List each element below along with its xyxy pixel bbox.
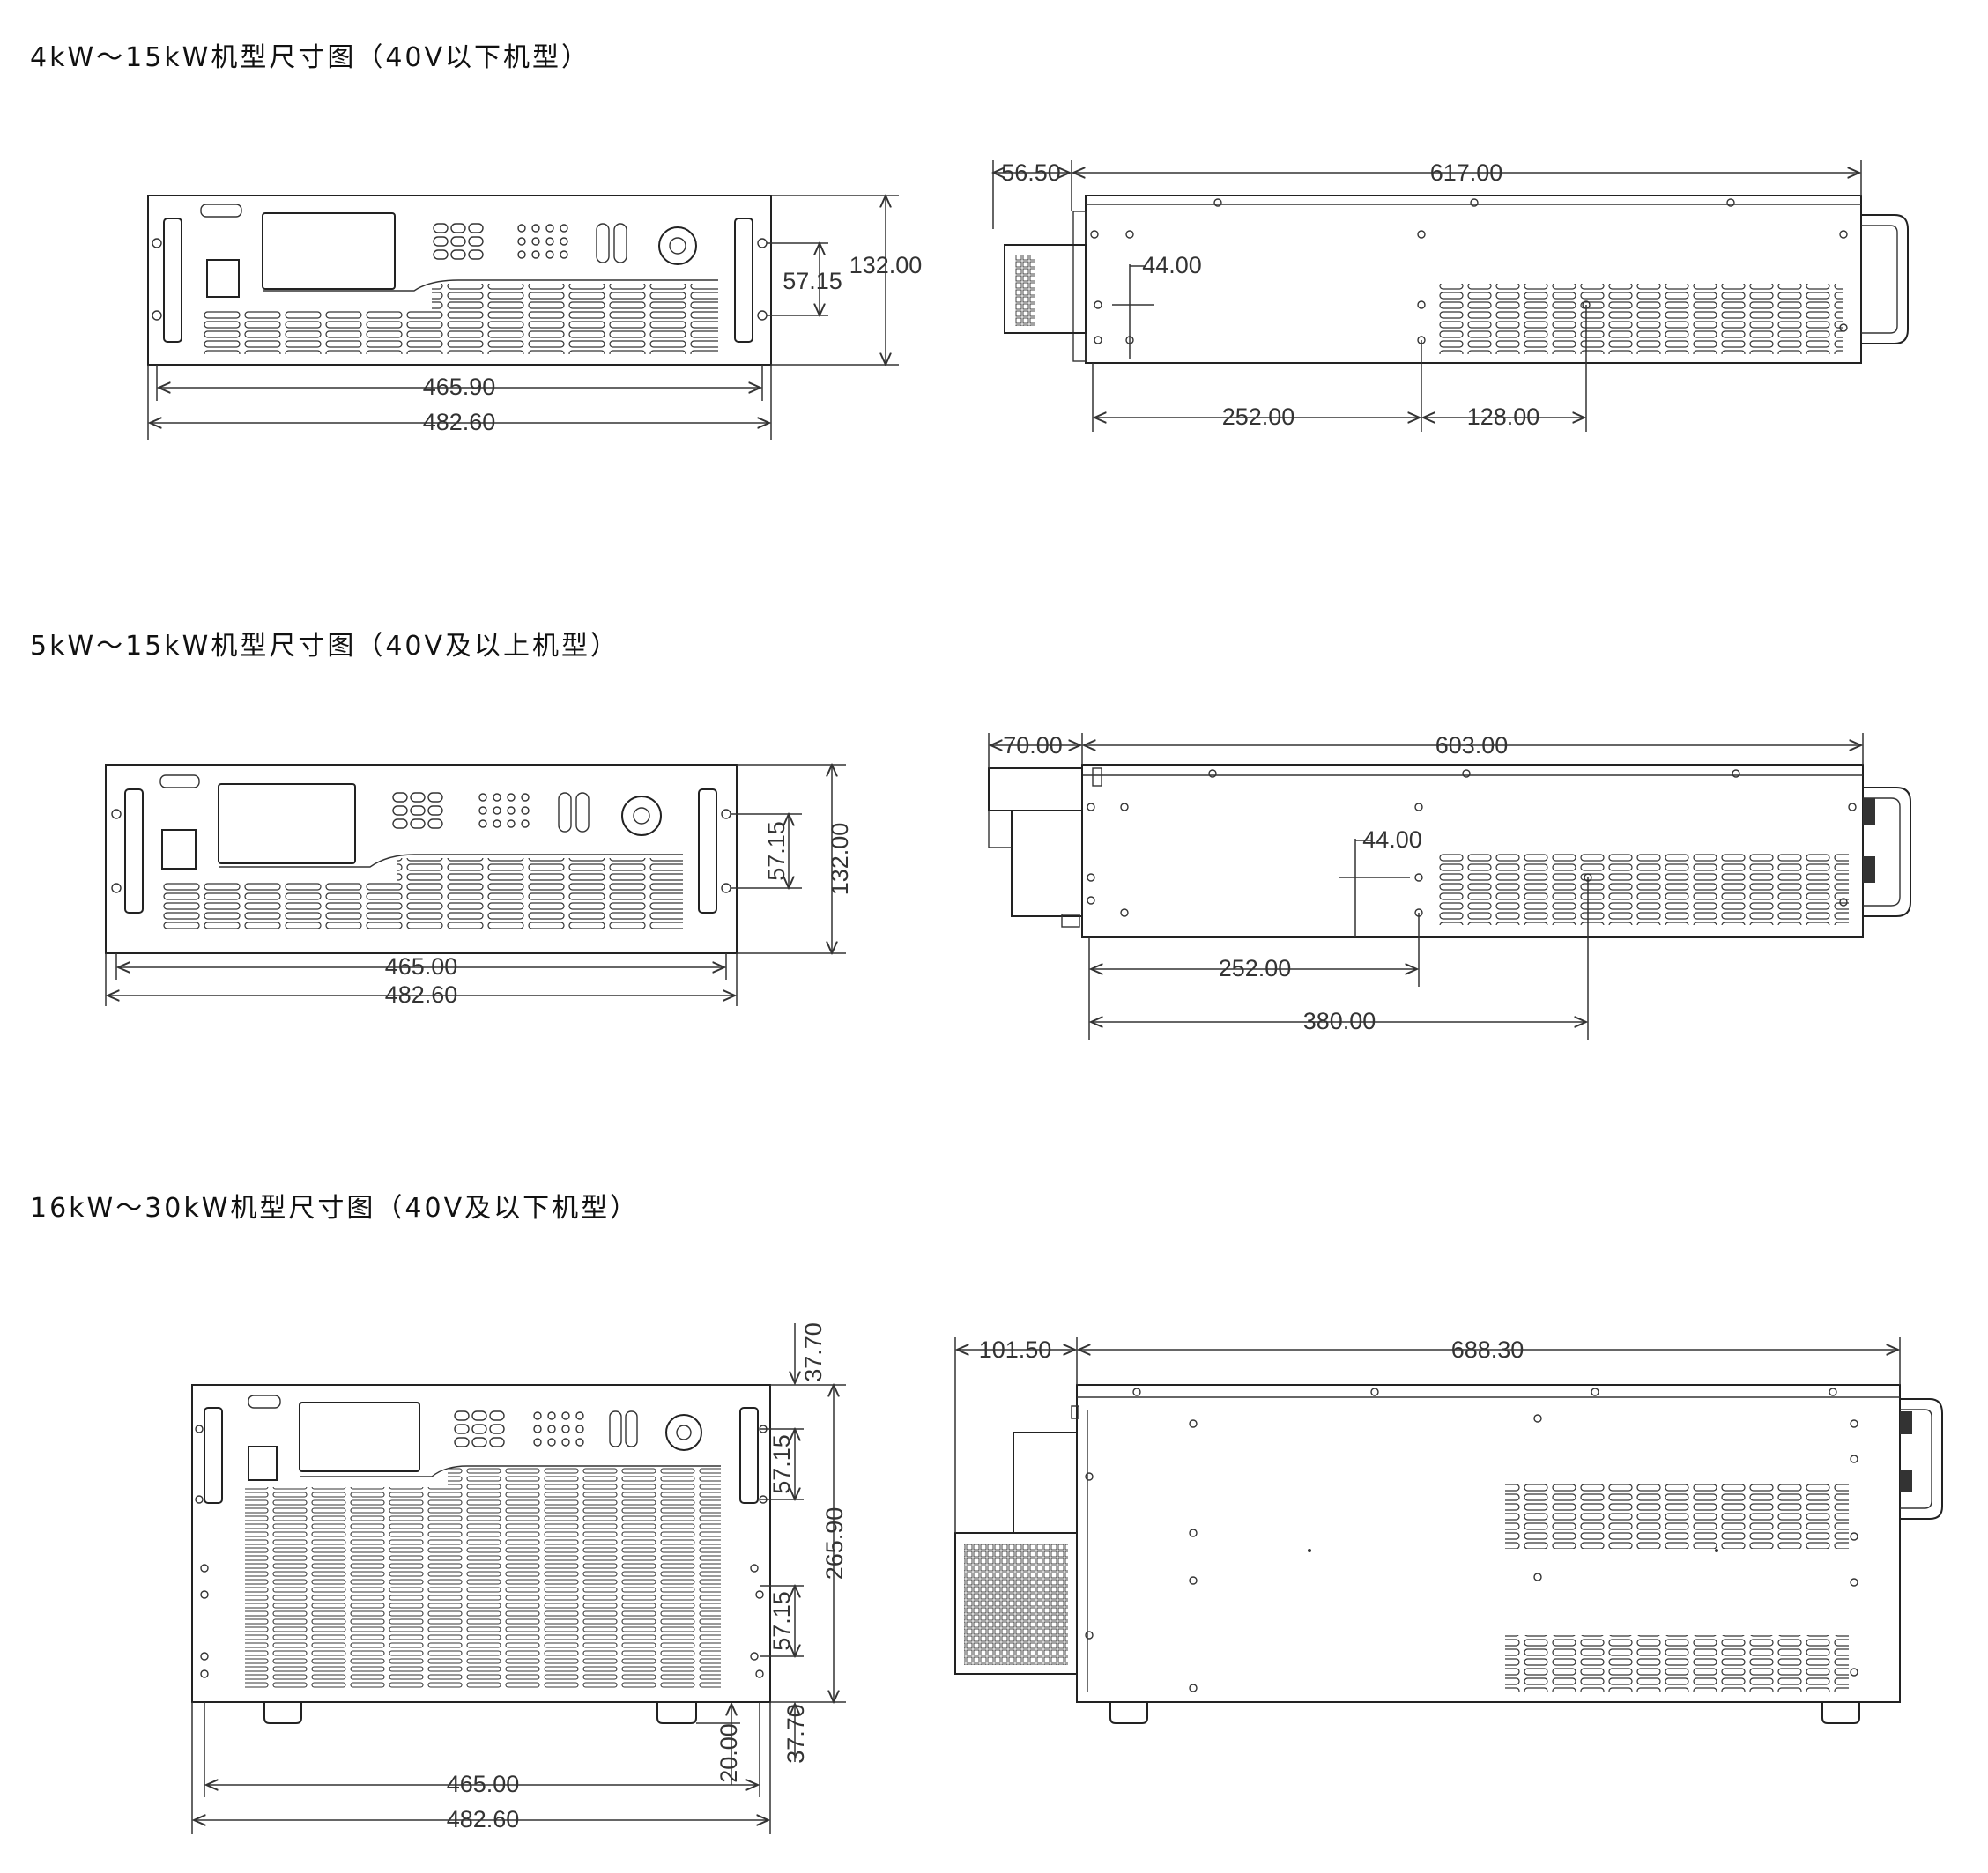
dim-front-bottom-margin-3: 37.70 xyxy=(783,1704,809,1764)
section-title-3: 16kW～30kW机型尺寸图（40V及以下机型） xyxy=(30,1193,640,1224)
dim-side-hole-pos1-1: 252.00 xyxy=(1222,403,1295,430)
dim-side-body-depth-2: 603.00 xyxy=(1435,732,1509,759)
front-dims-1: 132.00 57.15 465.90 482.60 xyxy=(147,196,923,440)
front-view-2 xyxy=(105,764,738,954)
dim-front-height-1: 132.00 xyxy=(849,252,923,278)
side-view-1 xyxy=(1004,195,1909,364)
front-dims-3: 37.70 57.15 265.90 57.15 37.70 20.00 465… xyxy=(191,1322,848,1834)
dim-front-handle-1: 57.15 xyxy=(783,268,842,294)
dim-front-foot-height-3: 20.00 xyxy=(716,1723,742,1783)
dim-side-front-depth-3: 101.50 xyxy=(979,1336,1052,1363)
section-title-2: 5kW～15kW机型尺寸图（40V及以上机型） xyxy=(30,631,620,662)
dim-front-top-margin-3: 37.70 xyxy=(800,1322,827,1382)
dim-front-inner-width-3: 465.00 xyxy=(447,1771,520,1797)
dim-front-handle-top-3: 57.15 xyxy=(768,1434,795,1494)
side-dims-2: 70.00 603.00 44.00 252.00 380.00 xyxy=(988,732,1864,1040)
dim-front-handle-2: 57.15 xyxy=(763,821,790,881)
front-dims-2: 132.00 57.15 465.00 482.60 xyxy=(105,765,853,1008)
side-dims-3: 101.50 688.30 xyxy=(954,1336,1901,1533)
dim-side-hole-offset-1: 44.00 xyxy=(1142,252,1202,278)
dim-front-outer-width-1: 482.60 xyxy=(423,409,496,435)
dim-side-front-depth-1: 56.50 xyxy=(1001,159,1061,186)
dim-side-front-depth-2: 70.00 xyxy=(1003,732,1063,759)
dim-front-outer-width-3: 482.60 xyxy=(447,1806,520,1832)
dim-side-hole-offset-2: 44.00 xyxy=(1362,826,1422,853)
dim-side-hole-pos2-2: 380.00 xyxy=(1303,1008,1376,1034)
dim-side-body-depth-3: 688.30 xyxy=(1451,1336,1524,1363)
dim-front-height-2: 132.00 xyxy=(827,823,853,896)
side-dims-1: 56.50 617.00 44.00 252.00 128.00 xyxy=(993,159,1862,432)
dim-side-hole-pos2-1: 128.00 xyxy=(1467,403,1540,430)
section-title-1: 4kW～15kW机型尺寸图（40V以下机型） xyxy=(30,42,591,73)
front-view-3 xyxy=(191,1384,771,1724)
dim-side-hole-pos1-2: 252.00 xyxy=(1219,955,1292,981)
side-view-3 xyxy=(954,1384,1943,1724)
dim-side-body-depth-1: 617.00 xyxy=(1430,159,1503,186)
dim-front-handle-bottom-3: 57.15 xyxy=(768,1591,795,1651)
front-view-1 xyxy=(147,195,772,366)
side-view-2 xyxy=(988,764,1911,938)
dim-front-height-3: 265.90 xyxy=(821,1507,848,1581)
dim-front-inner-width-1: 465.90 xyxy=(423,374,496,400)
dim-front-inner-width-2: 465.00 xyxy=(385,953,458,980)
dim-front-outer-width-2: 482.60 xyxy=(385,981,458,1008)
